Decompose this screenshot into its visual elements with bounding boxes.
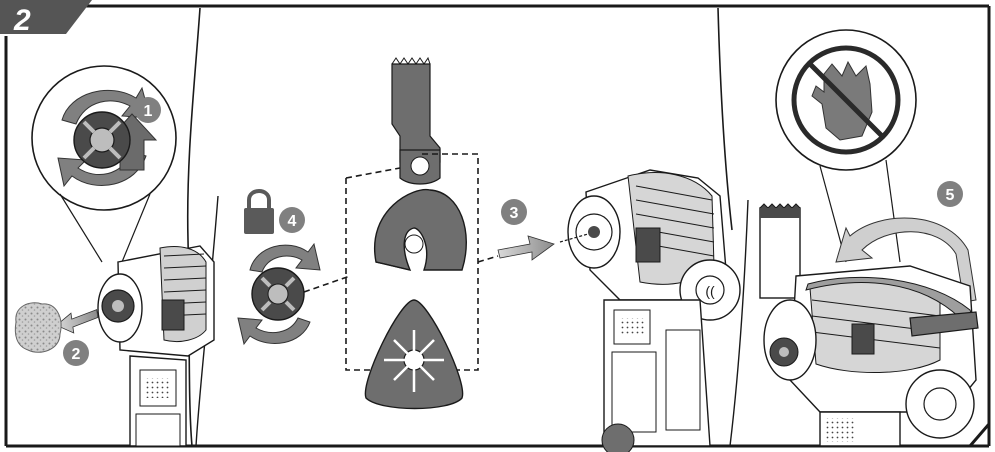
- svg-text:2: 2: [72, 346, 81, 363]
- svg-text:5: 5: [946, 187, 955, 204]
- segment-blade: [373, 188, 467, 271]
- panel-choose-accessory: 4: [237, 56, 555, 410]
- sanding-pad: [364, 299, 464, 410]
- svg-text:((: ((: [705, 283, 715, 299]
- push-arrow-icon: [55, 309, 99, 334]
- tool-head-2: ((: [559, 169, 741, 452]
- svg-text:4: 4: [288, 213, 297, 230]
- tool-head-3: [759, 203, 979, 447]
- svg-text:1: 1: [144, 103, 153, 120]
- plunge-blade: [391, 56, 441, 185]
- panel-mount-accessory: ((: [559, 7, 749, 452]
- flange-knob: [73, 111, 131, 169]
- callout-1: 1: [135, 97, 161, 123]
- rotate-arrows-icon: [237, 242, 321, 346]
- panel-remove-flange: 1 2: [14, 7, 219, 447]
- panel-lock-lever: 5: [759, 29, 991, 447]
- callout-3: 3: [501, 199, 527, 225]
- tool-head-1: [97, 245, 215, 447]
- push-arrow-icon: [497, 235, 555, 261]
- lock-icon: [244, 189, 274, 234]
- zoom-inset: [775, 29, 917, 263]
- curved-arrow-icon: [835, 217, 977, 303]
- step-badge: 2: [0, 0, 92, 37]
- zoom-inset: 1: [31, 65, 177, 263]
- removed-washer: [14, 302, 62, 353]
- no-bare-hands-icon: [791, 45, 901, 155]
- step-badge-label: 2: [13, 4, 31, 37]
- callout-5: 5: [937, 181, 963, 207]
- callout-2: 2: [63, 340, 89, 366]
- svg-text:3: 3: [510, 205, 519, 222]
- flange: [251, 267, 305, 321]
- callout-4: 4: [279, 207, 305, 233]
